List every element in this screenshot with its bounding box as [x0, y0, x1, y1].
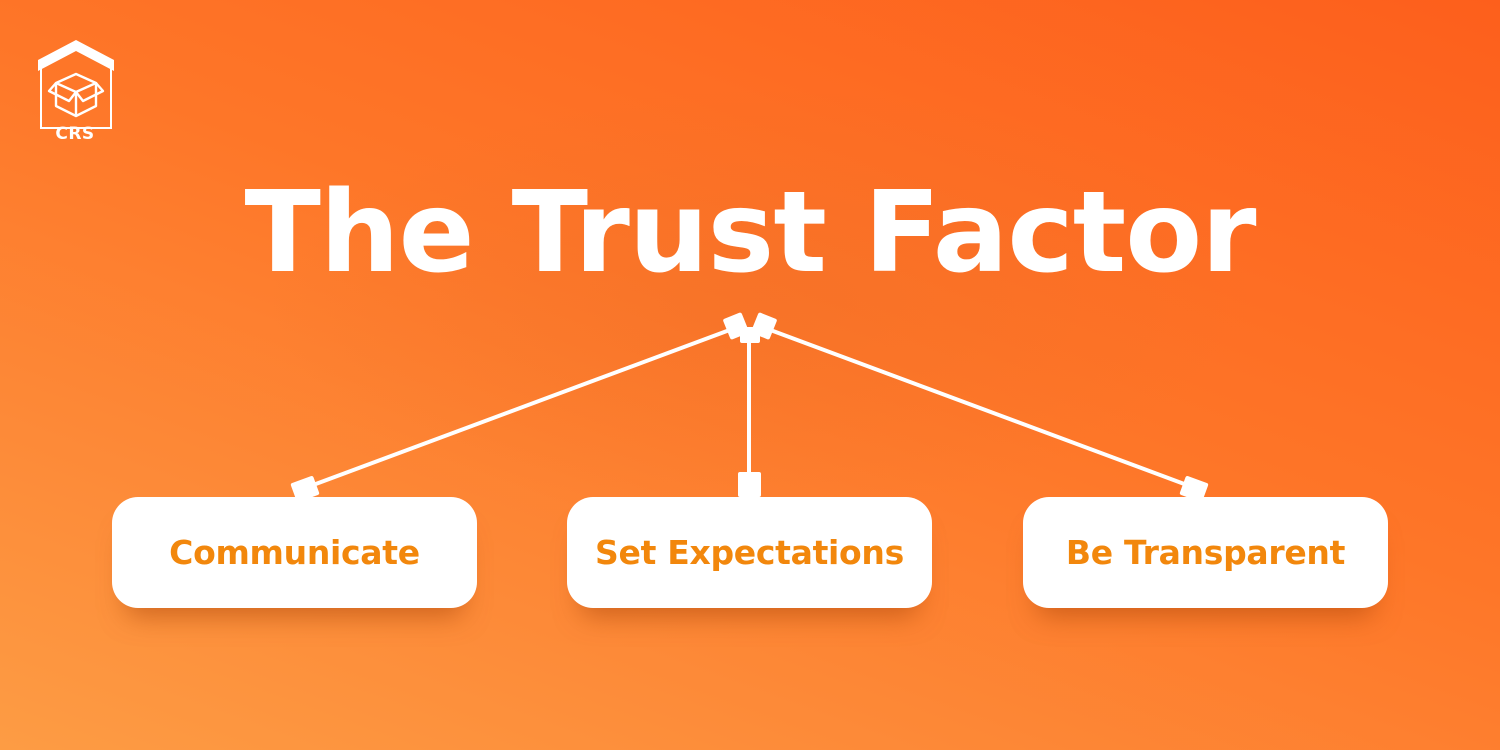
node-communicate: Communicate: [112, 497, 477, 608]
connector-endpoints: [290, 472, 1209, 502]
diagram-title: The Trust Factor: [244, 168, 1257, 298]
node-label: Be Transparent: [1065, 533, 1346, 572]
node-set-expectations: Set Expectations: [567, 497, 932, 608]
node-label: Set Expectations: [595, 533, 904, 572]
node-label: Communicate: [169, 533, 420, 572]
connector-hub-icon: [723, 312, 777, 343]
crs-logo-icon: [38, 40, 114, 129]
node-be-transparent: Be Transparent: [1023, 497, 1388, 608]
logo-text: CRS: [55, 124, 95, 144]
